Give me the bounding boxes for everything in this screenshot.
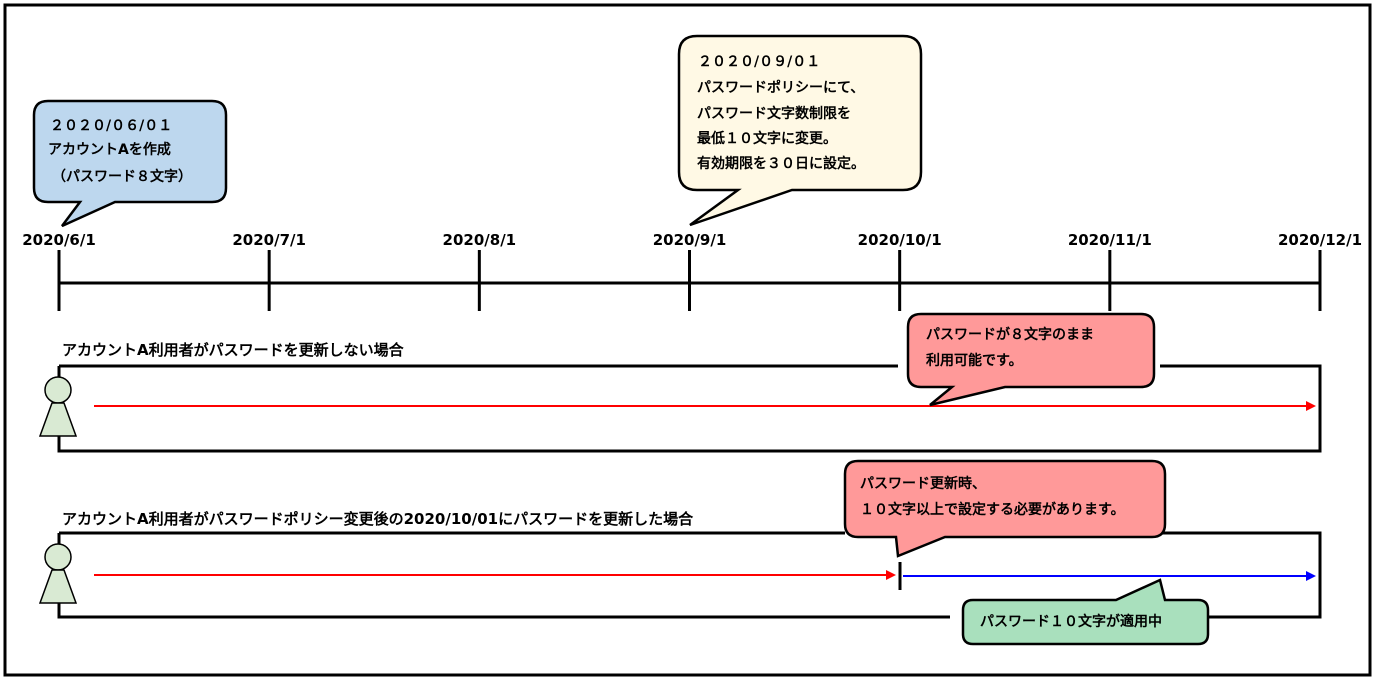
callout-account-created: ２０２０/０６/０１ アカウントAを作成 （パスワード８文字） xyxy=(32,99,228,228)
arrow-head xyxy=(1306,401,1316,411)
timeline-ticks: 2020/6/1 2020/7/1 2020/8/1 2020/9/1 2020/10/… xyxy=(22,231,1362,311)
timeline-tick-label: 2020/9/1 xyxy=(653,231,727,249)
callout-line: アカウントAを作成 xyxy=(48,141,171,158)
callout-line: ２０２０/０９/０１ xyxy=(698,54,820,70)
scenario-no-update: アカウントA利用者がパスワードを更新しない場合 xyxy=(38,341,1322,453)
timeline-tick-label: 2020/10/1 xyxy=(858,231,942,249)
callout-line: パスワードポリシーにて、 xyxy=(697,79,864,96)
callout-line: パスワード更新時、 xyxy=(860,475,986,492)
callout-policy-change: ２０２０/０９/０１ パスワードポリシーにて、 パスワード文字数制限を 最低１０… xyxy=(677,34,923,227)
callout-line: パスワード１０文字が適用中 xyxy=(980,613,1162,630)
callout-update-required: パスワード更新時、 １０文字以上で設定する必要があります。 xyxy=(843,459,1167,558)
person-icon xyxy=(38,543,78,604)
callout-applied: パスワード１０文字が適用中 xyxy=(961,578,1210,646)
arrow-head xyxy=(1306,571,1316,581)
timeline-tick-label: 2020/6/1 xyxy=(22,231,96,249)
callout-line: 最低１０文字に変更。 xyxy=(697,130,837,147)
callout-still-usable: パスワードが８文字のまま 利用可能です。 xyxy=(906,312,1156,407)
callout-line: （パスワード８文字） xyxy=(52,168,192,185)
callout-line: １０文字以上で設定する必要があります。 xyxy=(860,501,1125,518)
callout-line: パスワード文字数制限を xyxy=(697,105,851,122)
scenario-title: アカウントA利用者がパスワードを更新しない場合 xyxy=(62,341,405,359)
scenario-title: アカウントA利用者がパスワードポリシー変更後の2020/10/01にパスワードを… xyxy=(62,510,694,528)
timeline-tick-label: 2020/8/1 xyxy=(443,231,517,249)
timeline-tick-label: 2020/12/1 xyxy=(1278,231,1362,249)
callout-line: パスワードが８文字のまま xyxy=(926,326,1094,343)
timeline-tick-label: 2020/7/1 xyxy=(232,231,306,249)
scenario-updated: アカウントA利用者がパスワードポリシー変更後の2020/10/01にパスワードを… xyxy=(38,510,1322,619)
timeline-tick-label: 2020/11/1 xyxy=(1068,231,1152,249)
scenario-frame xyxy=(1162,531,1322,619)
callout-line: ２０２０/０６/０１ xyxy=(50,118,172,134)
timeline: 2020/6/1 2020/7/1 2020/8/1 2020/9/1 2020/10/… xyxy=(22,231,1362,311)
callout-line: 利用可能です。 xyxy=(926,352,1023,369)
callout-line: 有効期限を３０日に設定。 xyxy=(697,155,865,172)
arrow-head xyxy=(886,570,896,580)
person-icon xyxy=(38,376,78,437)
